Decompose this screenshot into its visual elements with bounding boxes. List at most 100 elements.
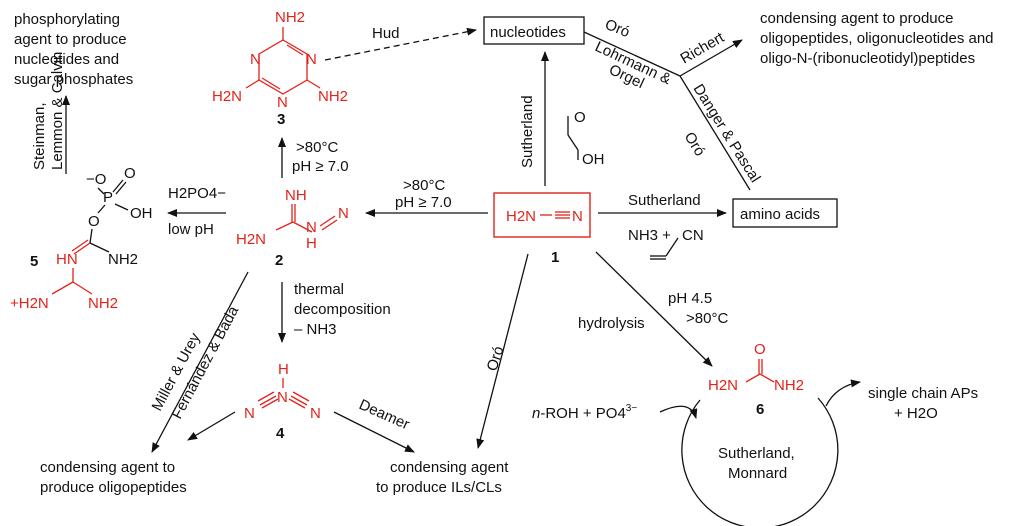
compound-5-structure: −O O P OH O NH2 HN +H2N NH2 — [10, 165, 153, 312]
compound-3-n-right: N — [306, 51, 317, 68]
thermal-line1: thermal — [294, 281, 344, 298]
compound-6-nh2: NH2 — [774, 377, 804, 394]
compound-1-n: N — [572, 208, 583, 225]
label-richert: Richert — [678, 29, 728, 68]
compound-5-o-dbl: O — [124, 165, 136, 182]
label-nh3: NH3 + — [628, 227, 671, 244]
compound-5-p: P — [103, 189, 113, 206]
label-single2: + H2O — [894, 405, 938, 422]
compound-6-h2n: H2N — [708, 377, 738, 394]
compound-2-h2n: H2N — [236, 231, 266, 248]
compound-3-nh2-top: NH2 — [275, 9, 305, 26]
glycolaldehyde-oh: OH — [582, 151, 605, 168]
compound-4-h: H — [278, 361, 289, 378]
link-nucleotides-junction — [583, 31, 681, 77]
compound-6-structure: O H2N NH2 — [708, 341, 804, 394]
label-steinman: Steinman, — [31, 102, 48, 170]
cycle-loop — [681, 397, 839, 526]
compound-2-nh: NH — [285, 187, 307, 204]
condensing-top-line2: oligopeptides, oligonucleotides and — [760, 30, 994, 47]
label-h2po4: H2PO4− — [168, 185, 226, 202]
compound-1-h2n: H2N — [506, 208, 536, 225]
compound-5-oh: OH — [130, 205, 153, 222]
arrow-4-to-condensing-left — [187, 411, 236, 441]
nucleotides-box — [483, 16, 585, 45]
arrow-junction-to-condensing — [679, 39, 743, 77]
compound-2-n-bridge: N — [306, 219, 317, 236]
compound-6-number: 6 — [756, 401, 764, 418]
arrow-3-to-nucleotides-dashed — [324, 27, 477, 61]
compound-4-n-right: N — [310, 405, 321, 422]
phos-line1: phosphorylating — [14, 11, 120, 28]
compound-4-structure: H N N N — [244, 361, 321, 422]
thermal-line3: – NH3 — [294, 321, 337, 338]
label-lemmon: Lemmon & Calvin — [49, 52, 66, 170]
compound-6-o: O — [754, 341, 766, 358]
cond2-line2: pH ≥ 7.0 — [292, 158, 349, 175]
cond-bot-mid-line2: to produce ILs/CLs — [376, 479, 502, 496]
label-sutherland-right: Sutherland — [628, 192, 701, 209]
glycolaldehyde-o: O — [574, 109, 586, 126]
label-sutherland-up: Sutherland — [519, 95, 536, 168]
compound-5-hn: HN — [56, 251, 78, 268]
label-single1: single chain APs — [868, 385, 978, 402]
label-rohpo4-text: -ROH + PO4 — [540, 405, 625, 422]
arrow-1-to-6 — [595, 251, 713, 367]
compound-3-n-left: N — [250, 51, 261, 68]
label-rohpo4-sup: 3− — [626, 403, 638, 414]
compound-5-nh2b: NH2 — [88, 295, 118, 312]
nucleotides-label: nucleotides — [490, 24, 566, 41]
label-ph45: pH 4.5 — [668, 290, 712, 307]
thermal-line2: decomposition — [294, 301, 391, 318]
compound-3-structure: NH2 N N N H2N NH2 — [212, 9, 348, 111]
label-gt80: >80°C — [686, 310, 728, 327]
label-hud: Hud — [372, 25, 400, 42]
compound-4-n-mid: N — [277, 389, 288, 406]
compound-3-nh2-right: NH2 — [318, 88, 348, 105]
compound-3-n-bottom: N — [277, 94, 288, 111]
label-cn: CN — [682, 227, 704, 244]
phos-line3: nucleotides and — [14, 51, 119, 68]
compound-2-number: 2 — [275, 252, 283, 269]
label-sutherland-monnard2: Monnard — [728, 465, 787, 482]
label-low-ph: low pH — [168, 221, 214, 238]
arrow-1-to-condensing-mid — [476, 253, 529, 449]
compound-4-n-left: N — [244, 405, 255, 422]
arrow-2-to-condensing-left — [151, 271, 249, 453]
arrow-4-to-condensing-mid — [333, 411, 415, 453]
label-oro-right: Oró — [681, 129, 709, 159]
amino-acids-box — [732, 198, 838, 228]
cond2-line1: >80°C — [296, 139, 338, 156]
cond-bot-left-line1: condensing agent to — [40, 459, 175, 476]
glycolaldehyde-structure: O OH — [567, 109, 605, 168]
phos-line2: agent to produce — [14, 31, 127, 48]
compound-5-h2n-plus: +H2N — [10, 295, 49, 312]
label-danger-pascal: Danger & Pascal — [690, 81, 764, 185]
phos-line4: sugar phosphates — [14, 71, 133, 88]
label-sutherland-monnard1: Sutherland, — [718, 445, 795, 462]
condensing-top-line3: oligo-N-(ribonucleotidyl)peptides — [760, 50, 975, 67]
label-hydrolysis: hydrolysis — [578, 315, 645, 332]
arrow-cycle-to-aps — [825, 379, 861, 407]
amino-acids-label: amino acids — [740, 206, 820, 223]
cond1-line1: >80°C — [403, 177, 445, 194]
compound-5-ominus: −O — [86, 171, 106, 188]
condensing-top-line1: condensing agent to produce — [760, 10, 953, 27]
link-junction-amino-acids — [679, 75, 751, 191]
label-rohpo4: n-ROH + PO43− — [532, 403, 637, 422]
cond1-line2: pH ≥ 7.0 — [395, 194, 452, 211]
label-oro-mid: Oró — [484, 344, 508, 373]
compound-4-number: 4 — [276, 425, 285, 442]
compound-5-number: 5 — [30, 253, 38, 270]
compound-2-h: H — [306, 235, 317, 252]
cond-bot-left-line2: produce oligopeptides — [40, 479, 187, 496]
compound-2-n-end: N — [338, 205, 349, 222]
compound-5-o-bridge: O — [88, 213, 100, 230]
arrow-roh-into-cycle — [659, 405, 698, 419]
label-oro-top: Oró — [603, 16, 633, 41]
compound-5-nh2: NH2 — [108, 251, 138, 268]
compound-3-h2n: H2N — [212, 88, 242, 105]
compound-3-number: 3 — [277, 111, 285, 128]
